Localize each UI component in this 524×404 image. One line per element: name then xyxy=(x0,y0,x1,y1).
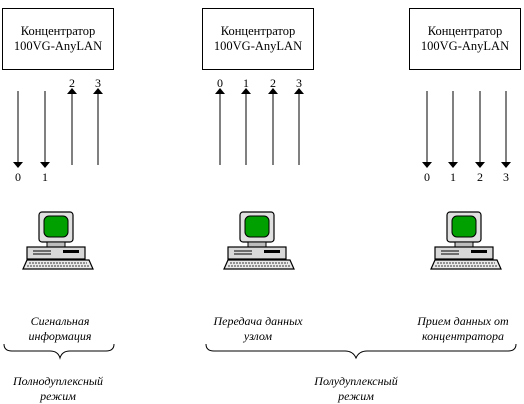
caption-line: Полудуплексный xyxy=(314,374,398,388)
hub-title: Концентратор xyxy=(427,24,503,38)
pair-label: 1 xyxy=(42,170,48,184)
hub-title: Концентратор xyxy=(220,24,296,38)
pair-label: 2 xyxy=(69,76,75,90)
pair-label: 0 xyxy=(424,170,430,184)
computer-icon xyxy=(430,211,502,270)
caption-hub-rx: Прием данных от концентратора xyxy=(404,314,522,344)
caption-signal: Сигнальная информация xyxy=(18,314,102,344)
hub-box-left: Концентратор 100VG-AnyLAN xyxy=(2,8,114,70)
pair-label: 2 xyxy=(270,76,276,90)
pair-label: 3 xyxy=(296,76,302,90)
caption-line: режим xyxy=(40,389,76,403)
hub-model: 100VG-AnyLAN xyxy=(13,39,103,53)
caption-line: концентратора xyxy=(421,329,505,343)
pair-label: 3 xyxy=(503,170,509,184)
caption-line: информация xyxy=(28,329,92,343)
pair-label: 1 xyxy=(450,170,456,184)
caption-line: Полнодуплексный xyxy=(12,374,104,388)
pair-label: 3 xyxy=(95,76,101,90)
caption-line: режим xyxy=(338,389,374,403)
caption-line: Сигнальная xyxy=(30,314,90,328)
full-duplex-brace xyxy=(3,343,115,360)
caption-line: Передача данных xyxy=(213,314,303,328)
braces xyxy=(3,343,517,360)
half-duplex-brace xyxy=(205,343,517,360)
caption-node-tx: Передача данных узлом xyxy=(200,314,316,344)
computer-icon xyxy=(223,211,295,270)
hub-title: Концентратор xyxy=(20,24,96,38)
hub-model: 100VG-AnyLAN xyxy=(213,39,303,53)
caption-line: узлом xyxy=(243,329,273,343)
pair-label: 1 xyxy=(243,76,249,90)
computer-icon xyxy=(22,211,94,270)
pair-label: 0 xyxy=(217,76,223,90)
caption-full-duplex: Полнодуплексный режим xyxy=(0,374,116,404)
pair-label: 0 xyxy=(15,170,21,184)
hub-model: 100VG-AnyLAN xyxy=(420,39,510,53)
pair-label: 2 xyxy=(477,170,483,184)
hub-box-middle: Концентратор 100VG-AnyLAN xyxy=(202,8,314,70)
caption-half-duplex: Полудуплексный режим xyxy=(298,374,414,404)
hub-box-right: Концентратор 100VG-AnyLAN xyxy=(409,8,521,70)
caption-line: Прием данных от xyxy=(417,314,509,328)
